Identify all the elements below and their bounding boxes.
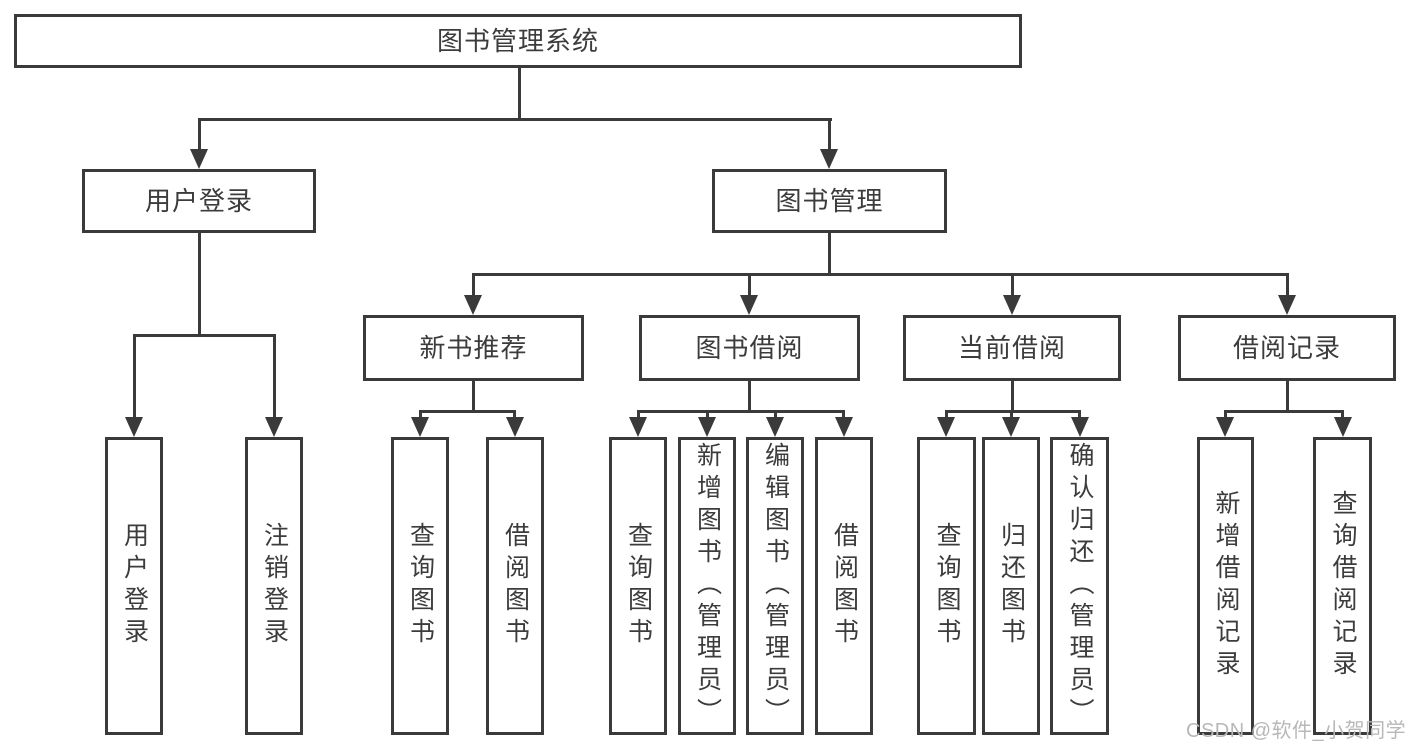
arrowhead-down-icon <box>698 417 716 437</box>
arrowhead-down-icon <box>265 417 283 437</box>
node-book-borrowing: 图书借阅 <box>639 315 860 381</box>
arrowhead-down-icon <box>820 149 838 169</box>
node-user-login: 用户登录 <box>82 169 316 233</box>
connector-line <box>637 410 845 413</box>
leaf-query-books-borrowing: 查询图书 <box>609 437 667 735</box>
arrowhead-down-icon <box>190 149 208 169</box>
arrowhead-down-icon <box>1334 417 1352 437</box>
connector-line <box>513 410 516 419</box>
node-current-borrowing: 当前借阅 <box>903 315 1121 381</box>
connector-line <box>1078 410 1081 419</box>
arrowhead-down-icon <box>1003 295 1021 315</box>
connector-line <box>198 233 201 336</box>
leaf-edit-books-admin: 编辑图书（管理员） <box>746 437 804 735</box>
connector-line <box>133 334 276 337</box>
connector-line <box>1224 410 1227 419</box>
arrowhead-down-icon <box>629 417 647 437</box>
arrowhead-down-icon <box>506 417 524 437</box>
arrowhead-down-icon <box>125 417 143 437</box>
arrowhead-down-icon <box>411 417 429 437</box>
connector-line <box>472 381 475 412</box>
arrowhead-down-icon <box>766 417 784 437</box>
arrowhead-down-icon <box>740 295 758 315</box>
connector-line <box>1010 410 1013 419</box>
leaf-query-books-recommend: 查询图书 <box>391 437 449 735</box>
leaf-borrow-books-recommend: 借阅图书 <box>486 437 544 735</box>
arrowhead-down-icon <box>937 417 955 437</box>
connector-line <box>419 410 422 419</box>
connector-line <box>774 410 777 419</box>
leaf-query-books-current: 查询图书 <box>917 437 976 735</box>
leaf-logout: 注销登录 <box>245 437 303 735</box>
connector-line <box>472 273 475 297</box>
leaf-add-borrow-record: 新增借阅记录 <box>1197 437 1254 735</box>
connector-line <box>1011 273 1014 297</box>
connector-line <box>637 410 640 419</box>
node-book-management: 图书管理 <box>712 169 947 233</box>
arrowhead-down-icon <box>1071 417 1089 437</box>
leaf-confirm-return-admin: 确认归还（管理员） <box>1050 437 1109 735</box>
connector-line <box>1224 410 1344 413</box>
node-borrowing-records: 借阅记录 <box>1178 315 1396 381</box>
connector-line <box>273 334 276 419</box>
node-new-book-recommend: 新书推荐 <box>363 315 584 381</box>
connector-line <box>133 334 136 419</box>
connector-line <box>842 410 845 419</box>
leaf-user-login: 用户登录 <box>105 437 163 735</box>
connector-line <box>828 118 831 151</box>
connector-line <box>748 381 751 412</box>
arrowhead-down-icon <box>835 417 853 437</box>
csdn-watermark: CSDN @软件_小贺同学 <box>1186 720 1405 742</box>
arrowhead-down-icon <box>1216 417 1234 437</box>
leaf-return-books: 归还图书 <box>982 437 1040 735</box>
connector-line <box>1011 381 1014 412</box>
connector-line <box>748 273 751 297</box>
connector-line <box>472 273 1288 276</box>
leaf-query-borrow-record: 查询借阅记录 <box>1313 437 1372 735</box>
connector-line <box>1286 381 1289 412</box>
leaf-borrow-books-borrowing: 借阅图书 <box>815 437 873 735</box>
connector-line <box>1341 410 1344 419</box>
connector-line <box>518 68 521 120</box>
connector-line <box>419 410 516 413</box>
connector-line <box>1286 273 1289 297</box>
connector-line <box>706 410 709 419</box>
connector-line <box>945 410 1081 413</box>
connector-line <box>198 118 201 151</box>
connector-line <box>198 118 832 121</box>
connector-line <box>945 410 948 419</box>
arrowhead-down-icon <box>464 295 482 315</box>
arrowhead-down-icon <box>1278 295 1296 315</box>
leaf-add-books-admin: 新增图书（管理员） <box>678 437 736 735</box>
node-library-management-system: 图书管理系统 <box>14 14 1022 68</box>
connector-line <box>828 233 831 276</box>
arrowhead-down-icon <box>1002 417 1020 437</box>
